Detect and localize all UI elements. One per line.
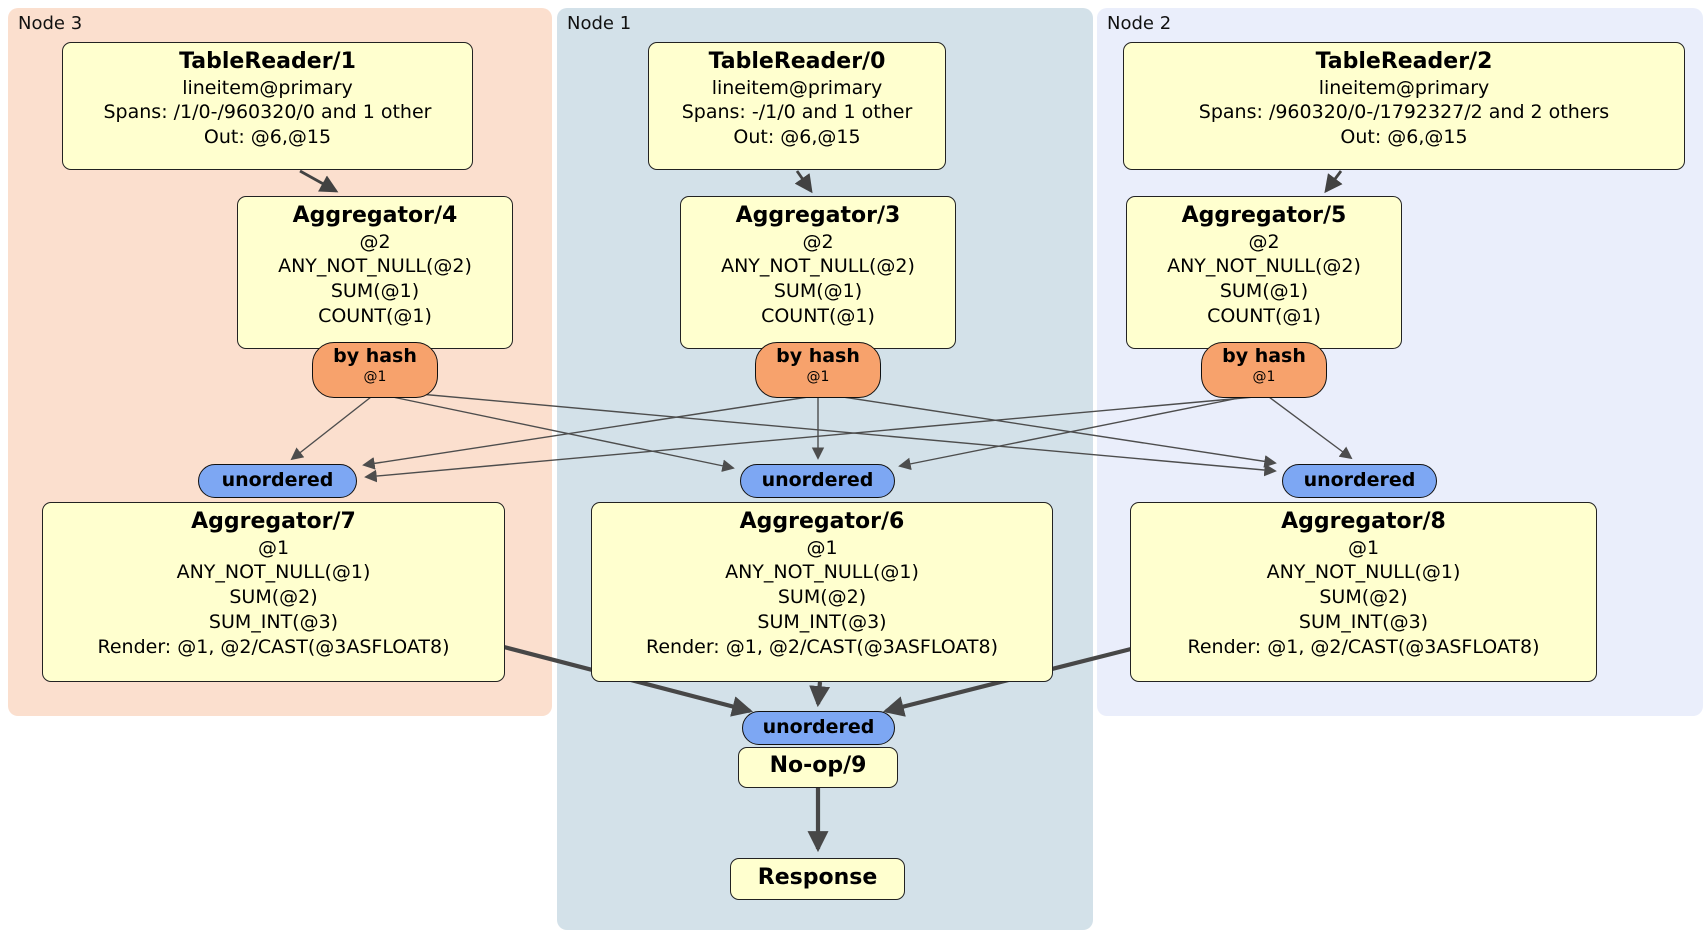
aggregator-6-fn2: SUM(@2) — [777, 586, 867, 609]
unordered-sync-9: unordered — [742, 711, 895, 745]
aggregator-4-box: Aggregator/4 @2 ANY_NOT_NULL(@2) SUM(@1)… — [237, 196, 513, 349]
aggregator-8-title: Aggregator/8 — [1281, 509, 1446, 534]
aggregator-4-fn1: ANY_NOT_NULL(@2) — [278, 255, 472, 278]
aggregator-7-group: @1 — [257, 536, 290, 559]
by-hash-router-5: by hash @1 — [1201, 342, 1327, 398]
aggregator-5-group: @2 — [1248, 230, 1280, 253]
table-reader-1-box: TableReader/1 lineitem@primary Spans: /1… — [62, 42, 473, 170]
by-hash-router-4: by hash @1 — [312, 342, 438, 398]
by-hash-router-5-key: @1 — [1252, 368, 1276, 385]
aggregator-7-title: Aggregator/7 — [191, 509, 356, 534]
by-hash-router-4-key: @1 — [363, 368, 387, 385]
table-reader-0-box: TableReader/0 lineitem@primary Spans: -/… — [648, 42, 946, 170]
aggregator-6-fn3: SUM_INT(@3) — [757, 611, 887, 634]
aggregator-3-fn2: SUM(@1) — [773, 280, 863, 303]
response-title: Response — [757, 865, 878, 890]
table-reader-1-out: Out: @6,@15 — [203, 126, 332, 149]
aggregator-4-fn2: SUM(@1) — [330, 280, 420, 303]
aggregator-3-title: Aggregator/3 — [735, 203, 901, 228]
unordered-sync-6: unordered — [740, 464, 895, 498]
node1-label: Node 1 — [567, 13, 632, 34]
aggregator-4-title: Aggregator/4 — [292, 203, 458, 228]
aggregator-4-fn3: COUNT(@1) — [318, 305, 432, 328]
noop-title: No-op/9 — [769, 753, 867, 778]
aggregator-8-fn3: SUM_INT(@3) — [1298, 611, 1429, 634]
node2-label: Node 2 — [1107, 13, 1172, 34]
aggregator-6-fn1: ANY_NOT_NULL(@1) — [725, 561, 919, 584]
table-reader-0-title: TableReader/0 — [708, 49, 886, 74]
by-hash-router-3-key: @1 — [806, 368, 830, 385]
unordered-sync-7: unordered — [198, 464, 357, 498]
aggregator-5-fn3: COUNT(@1) — [1207, 305, 1321, 328]
aggregator-5-box: Aggregator/5 @2 ANY_NOT_NULL(@2) SUM(@1)… — [1126, 196, 1402, 349]
aggregator-5-fn2: SUM(@1) — [1219, 280, 1309, 303]
aggregator-7-box: Aggregator/7 @1 ANY_NOT_NULL(@1) SUM(@2)… — [42, 502, 505, 682]
aggregator-6-box: Aggregator/6 @1 ANY_NOT_NULL(@1) SUM(@2)… — [591, 502, 1053, 682]
table-reader-1-title: TableReader/1 — [179, 49, 356, 74]
aggregator-3-fn1: ANY_NOT_NULL(@2) — [721, 255, 915, 278]
aggregator-8-group: @1 — [1347, 536, 1380, 559]
by-hash-router-3-label: by hash — [776, 345, 860, 367]
table-reader-0-spans: Spans: -/1/0 and 1 other — [681, 101, 913, 124]
table-reader-2-out: Out: @6,@15 — [1340, 126, 1468, 149]
aggregator-8-render: Render: @1, @2/CAST(@3ASFLOAT8) — [1187, 636, 1540, 658]
aggregator-8-fn1: ANY_NOT_NULL(@1) — [1266, 561, 1461, 584]
aggregator-6-title: Aggregator/6 — [739, 509, 905, 534]
aggregator-3-box: Aggregator/3 @2 ANY_NOT_NULL(@2) SUM(@1)… — [680, 196, 956, 349]
table-reader-0-out: Out: @6,@15 — [733, 126, 861, 149]
aggregator-8-box: Aggregator/8 @1 ANY_NOT_NULL(@1) SUM(@2)… — [1130, 502, 1597, 682]
aggregator-5-fn1: ANY_NOT_NULL(@2) — [1167, 255, 1361, 278]
table-reader-2-spans: Spans: /960320/0-/1792327/2 and 2 others — [1198, 101, 1610, 124]
by-hash-router-4-label: by hash — [333, 345, 417, 367]
aggregator-4-group: @2 — [359, 230, 391, 253]
aggregator-8-fn2: SUM(@2) — [1319, 586, 1408, 609]
by-hash-router-5-label: by hash — [1222, 345, 1306, 367]
aggregator-7-fn2: SUM(@2) — [229, 586, 318, 609]
table-reader-1-index: lineitem@primary — [182, 76, 353, 99]
table-reader-2-index: lineitem@primary — [1318, 76, 1490, 99]
table-reader-2-box: TableReader/2 lineitem@primary Spans: /9… — [1123, 42, 1685, 170]
noop-box: No-op/9 — [738, 747, 898, 788]
response-box: Response — [730, 858, 905, 900]
aggregator-5-title: Aggregator/5 — [1181, 203, 1347, 228]
aggregator-7-render: Render: @1, @2/CAST(@3ASFLOAT8) — [97, 636, 450, 658]
aggregator-7-fn1: ANY_NOT_NULL(@1) — [176, 561, 371, 584]
aggregator-6-group: @1 — [806, 536, 838, 559]
table-reader-1-spans: Spans: /1/0-/960320/0 and 1 other — [103, 101, 432, 124]
table-reader-0-index: lineitem@primary — [711, 76, 883, 99]
aggregator-3-group: @2 — [802, 230, 834, 253]
by-hash-router-3: by hash @1 — [755, 342, 881, 398]
node3-label: Node 3 — [18, 13, 83, 34]
aggregator-7-fn3: SUM_INT(@3) — [208, 611, 339, 634]
unordered-sync-8: unordered — [1282, 464, 1437, 498]
aggregator-3-fn3: COUNT(@1) — [761, 305, 875, 328]
table-reader-2-title: TableReader/2 — [1315, 49, 1493, 74]
aggregator-6-render: Render: @1, @2/CAST(@3ASFLOAT8) — [646, 636, 998, 658]
